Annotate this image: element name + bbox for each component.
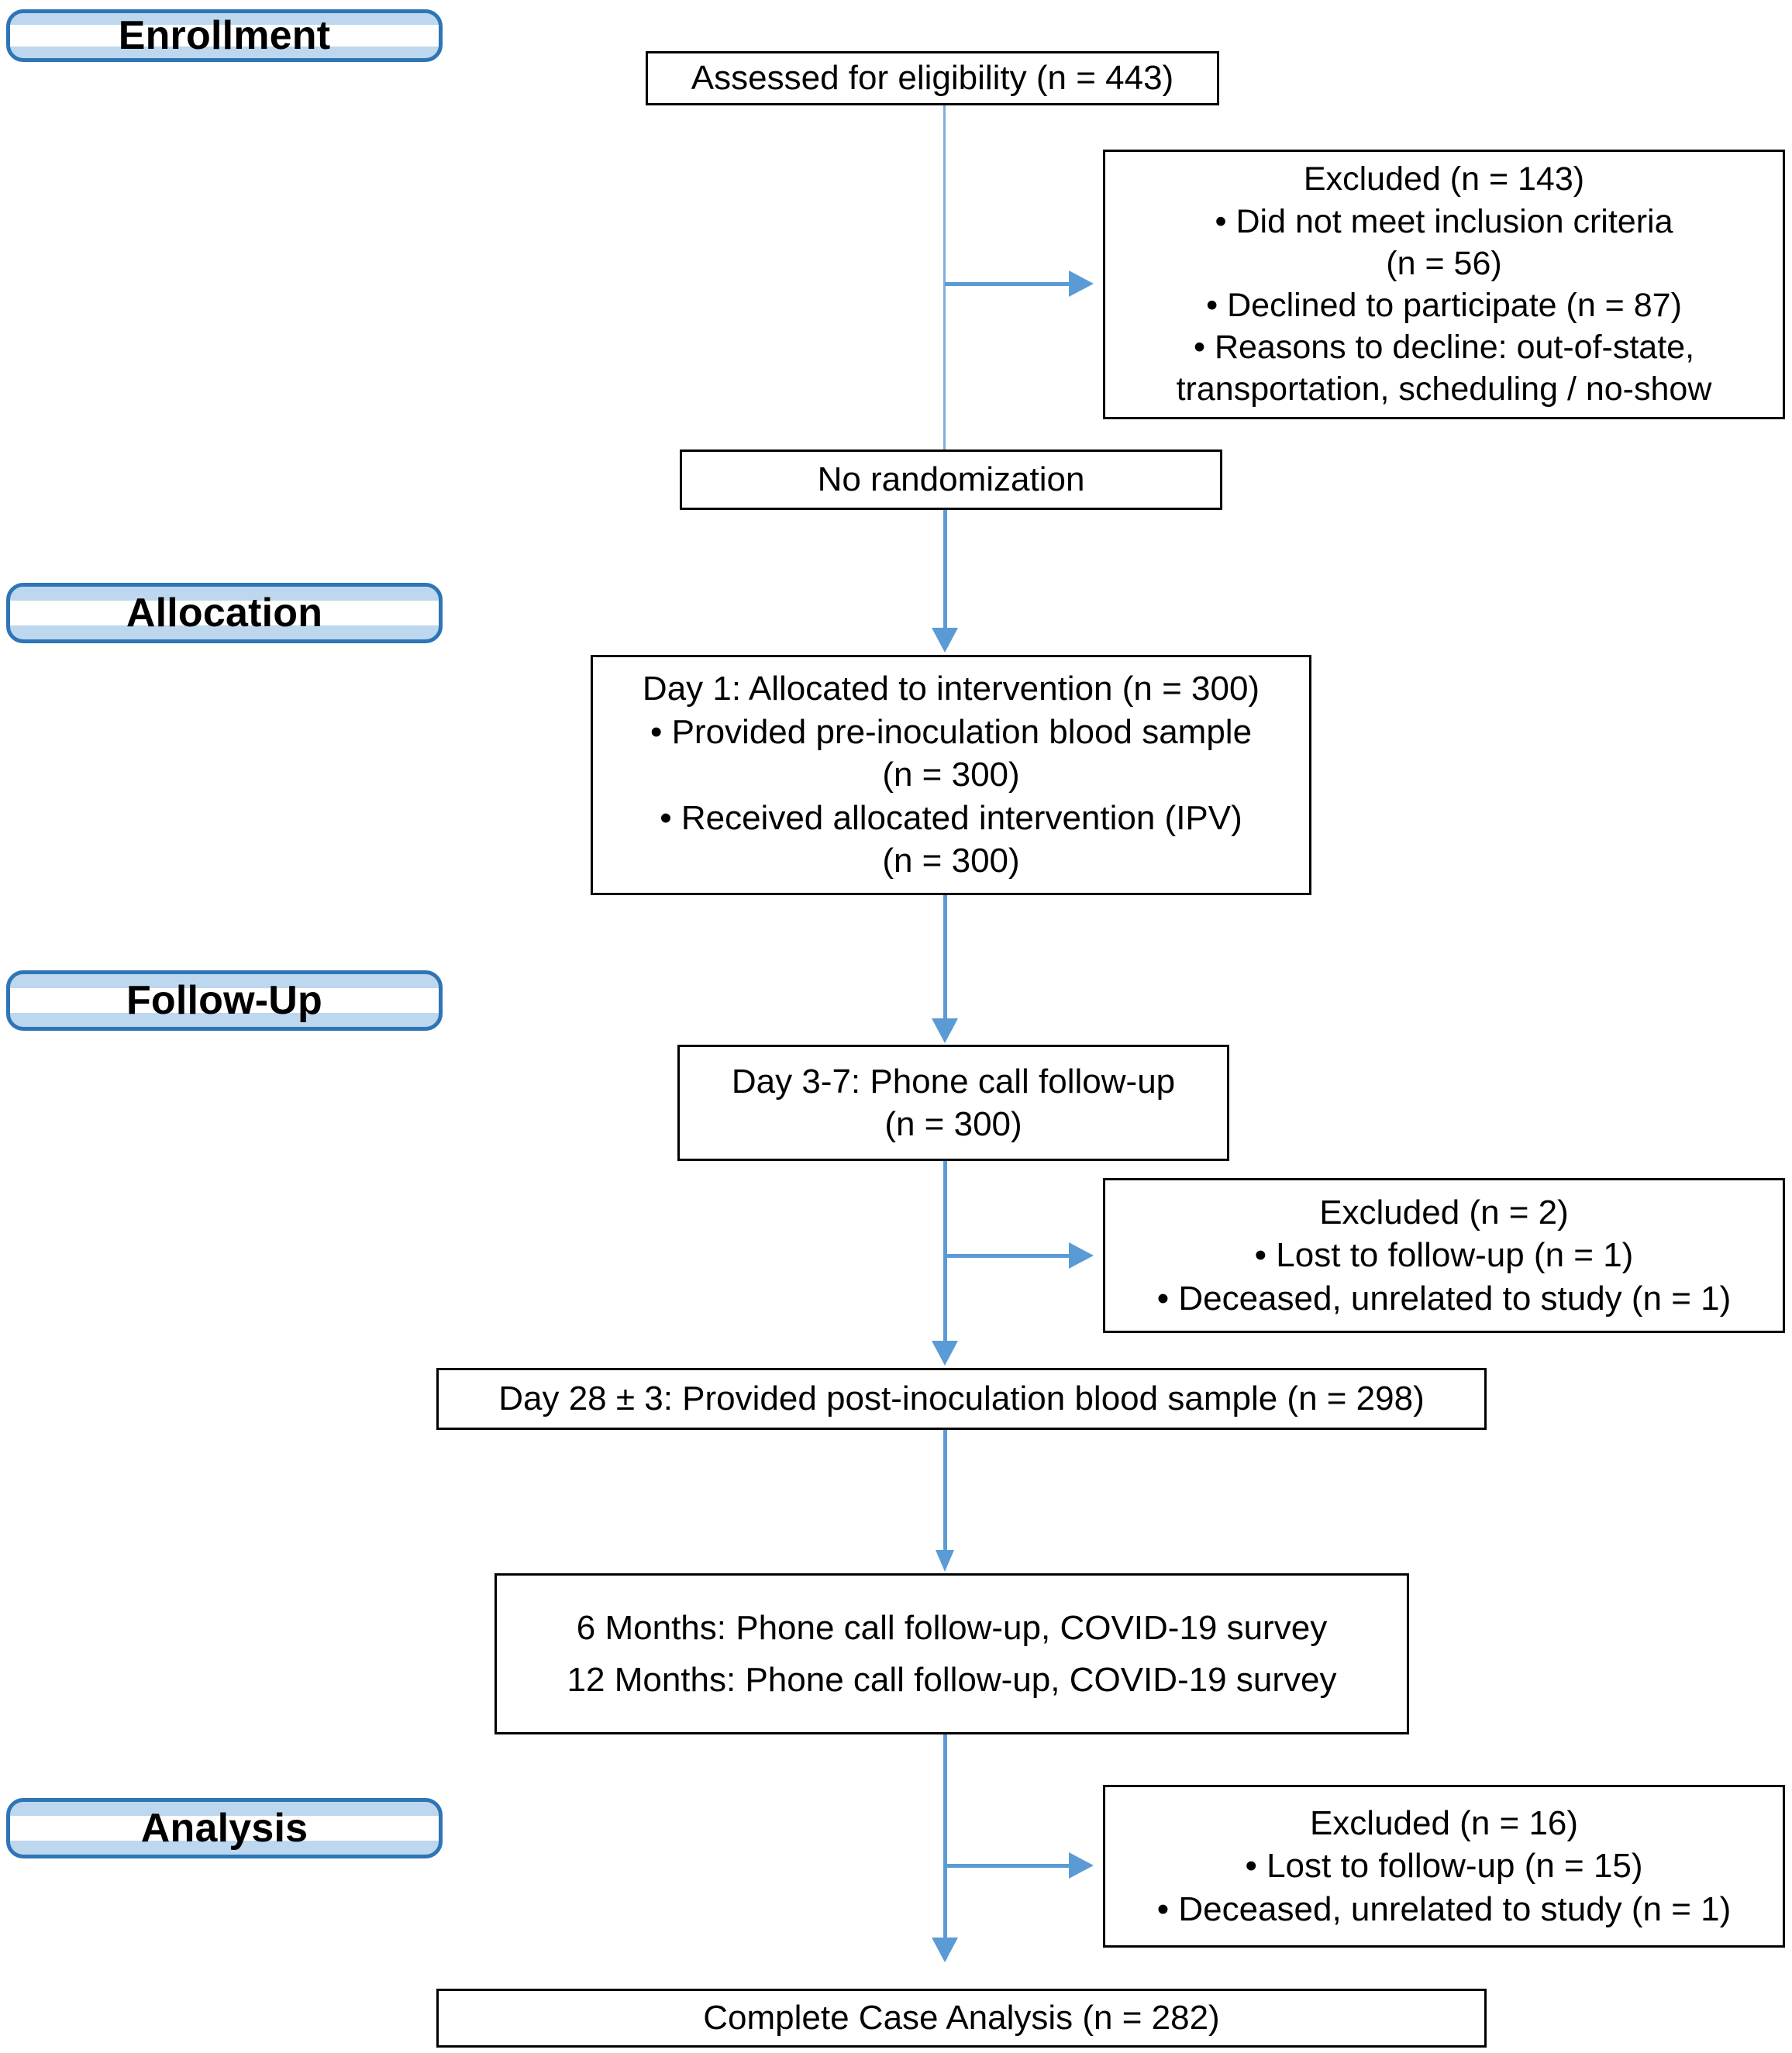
stage-label-white-band	[10, 987, 439, 1014]
node-line: • Deceased, unrelated to study (n = 1)	[1156, 1889, 1732, 1928]
node-line: • Received allocated intervention (IPV)	[660, 798, 1242, 837]
connector-day3-7-to-day28-line	[943, 1161, 947, 1342]
node-complete-case-analysis: Complete Case Analysis (n = 282)	[436, 1989, 1487, 2048]
node-line: Excluded (n = 2)	[1319, 1193, 1569, 1231]
connector-day28-to-months-line	[943, 1430, 947, 1552]
stage-label-analysis: Analysis	[6, 1798, 443, 1858]
node-line: (n = 300)	[882, 842, 1020, 880]
stage-label-text: Follow-Up	[126, 978, 323, 1023]
connector-no-randomization-to-allocated-arrowhead	[932, 628, 958, 653]
stage-label-white-band	[10, 25, 439, 47]
connector-months-to-complete-case-line	[943, 1734, 947, 1959]
node-line: transportation, scheduling / no-show	[1176, 370, 1712, 408]
node-line: (n = 56)	[1386, 244, 1502, 282]
node-line: • Reasons to decline: out-of-state,	[1193, 329, 1695, 367]
connector-months-to-complete-case-arrowhead	[932, 1938, 958, 1962]
connector-day28-to-months-arrowhead	[936, 1550, 954, 1572]
stage-label-white-band	[10, 600, 439, 626]
connector-no-randomization-to-allocated-line	[943, 510, 947, 630]
node-assessed-for-eligibility: Assessed for eligibility (n = 443)	[646, 51, 1219, 105]
node-line: Complete Case Analysis (n = 282)	[703, 1999, 1220, 2037]
node-no-randomization: No randomization	[680, 450, 1222, 510]
node-line: 6 Months: Phone call follow-up, COVID-19…	[576, 1608, 1328, 1647]
node-line: Day 1: Allocated to intervention (n = 30…	[642, 670, 1260, 708]
stage-label-text: Analysis	[140, 1806, 308, 1851]
stage-label-text: Enrollment	[118, 13, 331, 58]
stage-label-allocation: Allocation	[6, 583, 443, 643]
connector-branch-excluded-analysis-line	[945, 1864, 1069, 1868]
stage-label-white-band	[10, 1815, 439, 1841]
node-line: Excluded (n = 143)	[1303, 160, 1585, 198]
node-line: Excluded (n = 16)	[1309, 1803, 1579, 1842]
node-excluded-analysis: Excluded (n = 16) • Lost to follow-up (n…	[1103, 1785, 1785, 1948]
connector-branch-excluded-analysis-arrowhead	[1069, 1852, 1094, 1879]
stage-label-enrollment: Enrollment	[6, 9, 443, 62]
connector-branch-excluded-enrollment-line	[945, 282, 1069, 286]
node-line: Assessed for eligibility (n = 443)	[691, 59, 1174, 98]
node-line: • Lost to follow-up (n = 1)	[1254, 1236, 1634, 1275]
node-excluded-followup: Excluded (n = 2) • Lost to follow-up (n …	[1103, 1178, 1785, 1333]
connector-branch-excluded-enrollment-arrowhead	[1069, 270, 1094, 297]
node-line: (n = 300)	[884, 1105, 1022, 1143]
node-line: 12 Months: Phone call follow-up, COVID-1…	[567, 1660, 1337, 1699]
node-line: • Declined to participate (n = 87)	[1206, 287, 1682, 324]
node-months-followup: 6 Months: Phone call follow-up, COVID-19…	[495, 1573, 1409, 1734]
connector-day3-7-to-day28-arrowhead	[932, 1341, 958, 1366]
node-line: (n = 300)	[882, 756, 1020, 794]
connector-assessed-to-no-randomization	[943, 105, 946, 450]
node-day3-7-phone-call: Day 3-7: Phone call follow-up (n = 300)	[677, 1045, 1229, 1161]
node-allocated-to-intervention: Day 1: Allocated to intervention (n = 30…	[591, 655, 1311, 895]
node-line: Day 3-7: Phone call follow-up	[731, 1062, 1176, 1101]
connector-branch-excluded-followup-line	[945, 1254, 1069, 1258]
node-line: No randomization	[817, 460, 1085, 499]
connector-branch-excluded-followup-arrowhead	[1069, 1242, 1094, 1269]
node-excluded-enrollment: Excluded (n = 143) • Did not meet inclus…	[1103, 150, 1785, 419]
connector-allocated-to-day3-7-line	[943, 895, 947, 1021]
node-day28-blood-sample: Day 28 ± 3: Provided post-inoculation bl…	[436, 1368, 1487, 1430]
connector-allocated-to-day3-7-arrowhead	[932, 1018, 958, 1043]
stage-label-followup: Follow-Up	[6, 970, 443, 1031]
node-line: • Did not meet inclusion criteria	[1215, 202, 1673, 240]
node-line: • Provided pre-inoculation blood sample	[650, 712, 1253, 751]
node-line: • Deceased, unrelated to study (n = 1)	[1156, 1279, 1732, 1318]
node-line: • Lost to follow-up (n = 15)	[1245, 1847, 1643, 1886]
node-line: Day 28 ± 3: Provided post-inoculation bl…	[498, 1380, 1425, 1418]
stage-label-text: Allocation	[126, 591, 323, 636]
